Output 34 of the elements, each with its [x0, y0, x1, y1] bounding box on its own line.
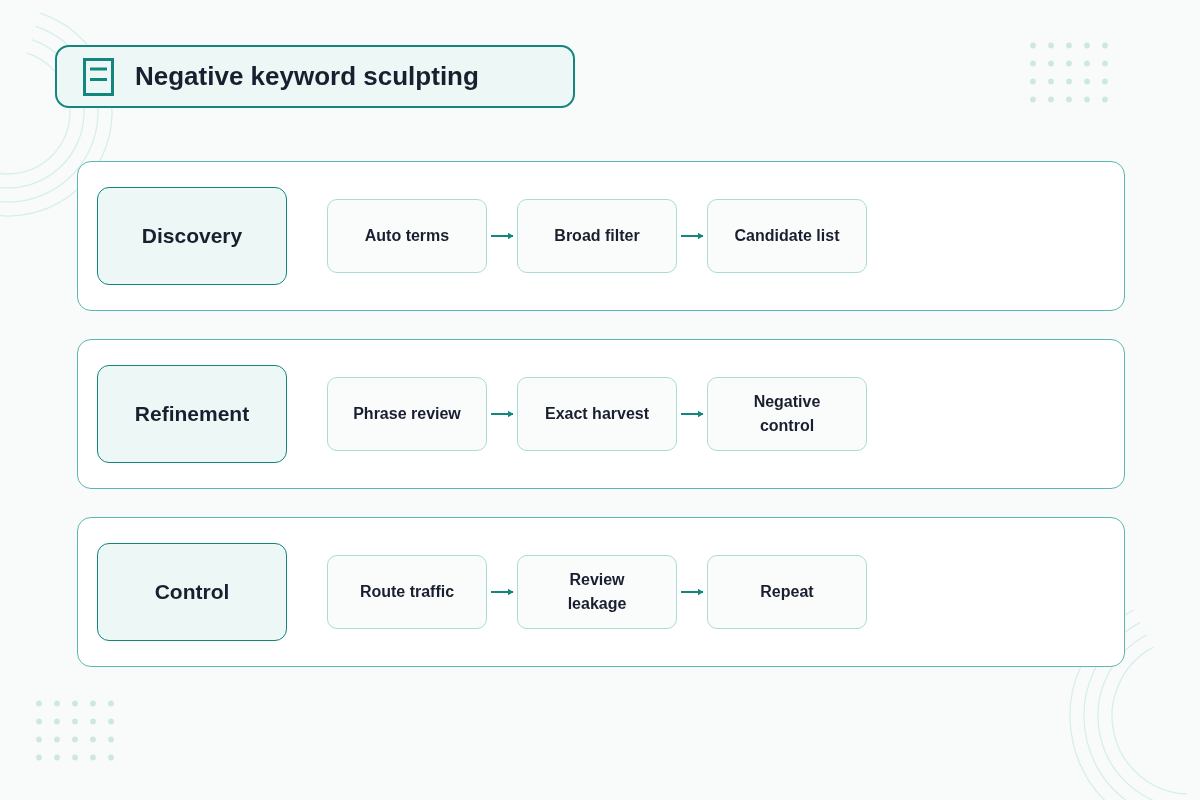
- step-label: Auto terms: [364, 226, 450, 246]
- lane-panel: [77, 339, 1125, 489]
- lane-panel: [77, 517, 1125, 667]
- stage-label: Control: [154, 579, 230, 605]
- step-box: [517, 199, 677, 273]
- step-label: Negative control: [752, 392, 822, 436]
- step-box: [517, 377, 677, 451]
- arrow: [680, 410, 704, 418]
- arrow: [490, 410, 514, 418]
- step-box: [707, 199, 867, 273]
- stage-box: [97, 365, 287, 463]
- title-text: Negative keyword sculpting: [135, 61, 479, 92]
- step-label: Broad filter: [554, 226, 640, 246]
- arrow: [490, 588, 514, 596]
- step-box: [517, 555, 677, 629]
- step-label: Exact harvest: [544, 404, 650, 424]
- step-box: [327, 377, 487, 451]
- lane-panel: [77, 161, 1125, 311]
- step-box: [707, 377, 867, 451]
- step-box: [707, 555, 867, 629]
- arrow: [680, 232, 704, 240]
- step-label: Candidate list: [734, 226, 840, 246]
- stage-label: Discovery: [141, 223, 243, 249]
- stage-box: [97, 187, 287, 285]
- arrow: [490, 232, 514, 240]
- step-label: Repeat: [760, 582, 814, 602]
- step-label: Phrase review: [353, 404, 461, 424]
- arrow: [680, 588, 704, 596]
- step-box: [327, 199, 487, 273]
- stage-label: Refinement: [134, 401, 250, 427]
- stage-box: [97, 543, 287, 641]
- step-box: [327, 555, 487, 629]
- step-label: Route traffic: [359, 582, 455, 602]
- step-label: Review leakage: [566, 570, 628, 614]
